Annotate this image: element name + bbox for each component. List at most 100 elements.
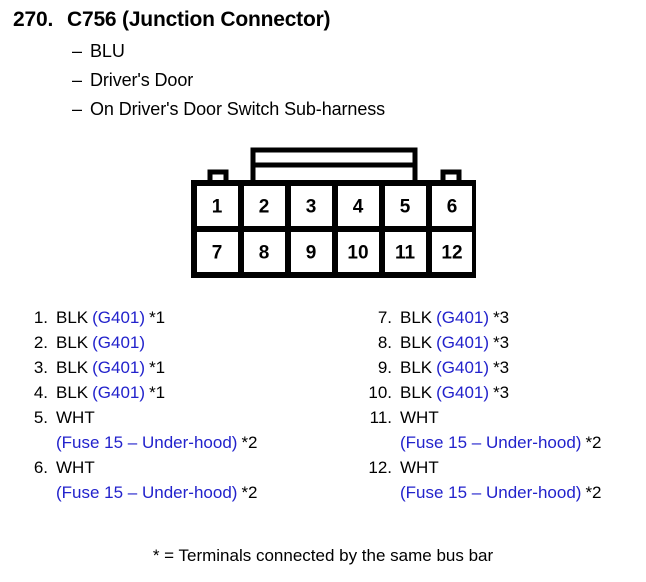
pin-reference-link[interactable]: (G401) [92, 358, 146, 377]
pin-reference-link[interactable]: (G401) [92, 383, 146, 402]
pin-entry: 6.WHT(Fuse 15 – Under-hood)*2 [18, 455, 338, 505]
pin-reference-link[interactable]: (G401) [436, 333, 490, 352]
header-subline-location: –Driver's Door [72, 70, 193, 91]
pin-number: 10. [368, 383, 392, 402]
pin-wire-color: BLK [400, 358, 433, 377]
pin-entry: 7. BLK(G401)*3 [362, 305, 642, 330]
pin-reference-link[interactable]: (G401) [92, 308, 146, 327]
pin-entry-main: 6.WHT [18, 455, 338, 480]
pin-entry-main: 11.WHT [362, 405, 642, 430]
pin-entry-second-line: (Fuse 15 – Under-hood)*2 [362, 480, 642, 505]
pin-entry-main: 9. BLK(G401)*3 [362, 355, 642, 380]
pin-reference-link[interactable]: (Fuse 15 – Under-hood) [400, 483, 582, 502]
pin-number: 2. [33, 333, 48, 352]
header-subline-harness: –On Driver's Door Switch Sub-harness [72, 99, 385, 120]
pin-entry-main: 1. BLK(G401)*1 [18, 305, 338, 330]
pin-reference-link[interactable]: (G401) [436, 383, 490, 402]
pin-entry-second-line: (Fuse 15 – Under-hood)*2 [362, 430, 642, 455]
dash-glyph: – [72, 99, 82, 119]
pin-entry: 4.BLK(G401)*1 [18, 380, 338, 405]
pin-wire-color: BLK [400, 383, 433, 402]
connector-outline-svg: 1 2 3 4 5 6 7 8 9 10 11 12 [191, 147, 476, 278]
connector-pin-5: 5 [400, 197, 411, 218]
pin-reference-link[interactable]: (G401) [92, 333, 146, 352]
pin-wire-color: WHT [400, 458, 439, 477]
pin-wire-color: BLK [56, 333, 89, 352]
pin-entry-main: 5.WHT [18, 405, 338, 430]
connector-top-tab [250, 147, 418, 188]
connector-pin-1: 1 [212, 197, 223, 218]
pin-wire-color: BLK [400, 308, 433, 327]
pin-number: 12. [368, 458, 392, 477]
pin-number: 4. [33, 383, 48, 402]
pin-wire-color: BLK [400, 333, 433, 352]
pin-wire-color: BLK [56, 358, 89, 377]
pin-footnote-marker: *3 [493, 308, 510, 327]
pin-entry: 11.WHT(Fuse 15 – Under-hood)*2 [362, 405, 642, 455]
connector-pin-7: 7 [212, 243, 223, 264]
title-label: C756 (Junction Connector) [67, 8, 331, 31]
pin-entry: 10. BLK(G401)*3 [362, 380, 642, 405]
pin-entry: 2. BLK(G401) [18, 330, 338, 355]
connector-pin-10: 10 [347, 243, 368, 264]
title-index: 270. [13, 8, 54, 31]
header-subline-color: –BLU [72, 41, 125, 62]
pin-entry: 9. BLK(G401)*3 [362, 355, 642, 380]
connector-pin-4: 4 [353, 197, 364, 218]
pin-number: 6. [33, 458, 48, 477]
pin-entry: 1. BLK(G401)*1 [18, 305, 338, 330]
pin-wire-color: BLK [56, 383, 89, 402]
connector-column-dividers [238, 183, 432, 275]
pin-wire-color: BLK [56, 308, 89, 327]
connector-pin-9: 9 [306, 243, 317, 264]
pin-reference-link[interactable]: (Fuse 15 – Under-hood) [56, 483, 238, 502]
pin-footnote-marker: *3 [493, 333, 510, 352]
dash-glyph: – [72, 70, 82, 90]
pin-footnote-marker: *2 [241, 433, 258, 452]
pin-footnote-marker: *2 [585, 433, 602, 452]
connector-pin-row-top: 1 2 3 4 5 6 [212, 197, 458, 218]
pin-entry: 3. BLK(G401)*1 [18, 355, 338, 380]
pin-entry-second-line: (Fuse 15 – Under-hood)*2 [18, 430, 338, 455]
header-subline-text: Driver's Door [90, 70, 194, 90]
pin-footnote-marker: *2 [585, 483, 602, 502]
pin-reference-link[interactable]: (Fuse 15 – Under-hood) [400, 433, 582, 452]
connector-pin-2: 2 [259, 197, 270, 218]
connector-pin-8: 8 [259, 243, 270, 264]
pin-entry: 5.WHT(Fuse 15 – Under-hood)*2 [18, 405, 338, 455]
pin-entry-main: 12. WHT [362, 455, 642, 480]
pin-number: 3. [33, 358, 48, 377]
pin-entry: 8. BLK(G401)*3 [362, 330, 642, 355]
header-subline-text: On Driver's Door Switch Sub-harness [90, 99, 386, 119]
footnote-bus-bar: * = Terminals connected by the same bus … [152, 546, 494, 565]
connector-pin-row-bottom: 7 8 9 10 11 12 [212, 243, 463, 264]
pin-footnote-marker: *3 [493, 383, 510, 402]
pin-number: 8. [377, 333, 392, 352]
pin-entry-main: 3. BLK(G401)*1 [18, 355, 338, 380]
pin-reference-link[interactable]: (G401) [436, 358, 490, 377]
pin-number: 9. [377, 358, 392, 377]
pin-entry-main: 2. BLK(G401) [18, 330, 338, 355]
pin-number: 1. [33, 308, 48, 327]
header-subline-text: BLU [90, 41, 125, 61]
connector-pin-3: 3 [306, 197, 317, 218]
pin-entry-main: 7. BLK(G401)*3 [362, 305, 642, 330]
connector-pin-11: 11 [395, 243, 416, 264]
pin-entry-second-line: (Fuse 15 – Under-hood)*2 [18, 480, 338, 505]
pin-entry: 12. WHT (Fuse 15 – Under-hood)*2 [362, 455, 642, 505]
connector-pin-6: 6 [447, 197, 458, 218]
pin-entry-main: 4.BLK(G401)*1 [18, 380, 338, 405]
pin-entry-main: 8. BLK(G401)*3 [362, 330, 642, 355]
pin-footnote-marker: *1 [149, 308, 166, 327]
pin-wire-color: WHT [56, 408, 95, 427]
pin-footnote-marker: *1 [149, 358, 166, 377]
pin-number: 7. [377, 308, 392, 327]
pin-number: 11. [369, 408, 392, 427]
dash-glyph: – [72, 41, 82, 61]
pin-reference-link[interactable]: (Fuse 15 – Under-hood) [56, 433, 238, 452]
pin-entry-main: 10. BLK(G401)*3 [362, 380, 642, 405]
pin-reference-link[interactable]: (G401) [436, 308, 490, 327]
pin-footnote-marker: *3 [493, 358, 510, 377]
